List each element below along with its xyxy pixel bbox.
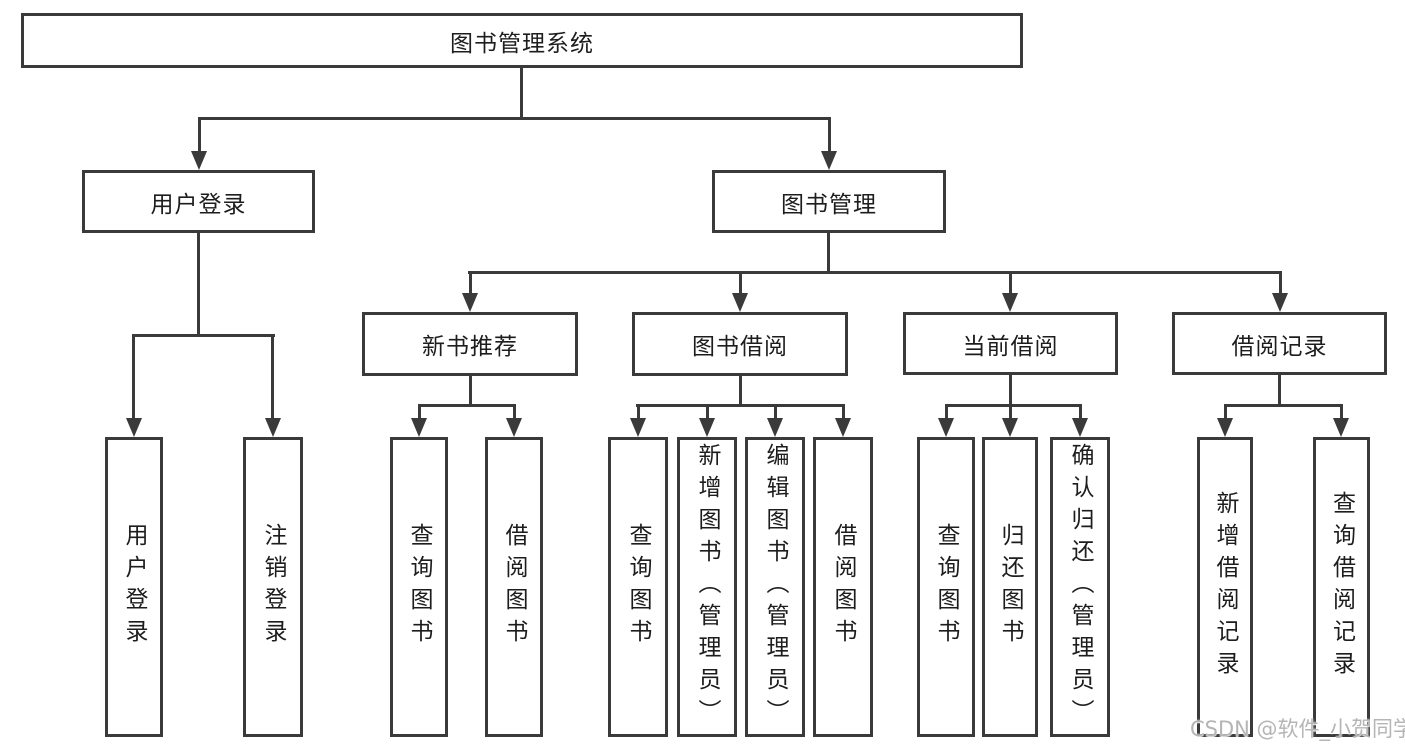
line [1009,404,1012,420]
line [513,404,516,420]
arrowhead [767,418,783,437]
line [1224,404,1343,407]
leaf-label: 确认归还（管理员） [1067,443,1093,731]
line [469,376,472,407]
arrowhead [938,418,954,437]
leaf-label: 注销登录 [260,523,286,651]
arrowhead [1072,418,1088,437]
leaf-label: 查询图书 [625,523,651,651]
node-label: 新书推荐 [422,334,518,360]
arrowhead [1002,418,1018,437]
arrowhead [126,418,142,437]
node-book-borrowing: 图书借阅 [632,312,848,376]
arrowhead [821,151,837,170]
line [827,233,830,274]
arrowhead [411,418,427,437]
leaf-borrow-books: 借阅图书 [813,437,873,737]
line [1224,404,1227,420]
arrowhead [265,418,281,437]
line [418,404,421,420]
node-root-library-management-system: 图书管理系统 [21,13,1023,68]
leaf-label: 新增图书（管理员） [694,443,720,731]
arrowhead [1002,293,1018,312]
line [198,117,831,120]
leaf-query-books-current: 查询图书 [917,437,975,737]
node-book-management: 图书管理 [712,170,946,233]
arrowhead [699,418,715,437]
leaf-label: 归还图书 [997,523,1023,651]
node-label: 用户登录 [150,191,247,218]
leaf-return-books: 归还图书 [982,437,1038,737]
line [637,404,640,420]
leaf-query-books-recommend: 查询图书 [390,437,448,737]
arrowhead [462,293,478,312]
arrowhead [732,293,748,312]
leaf-label: 查询图书 [406,523,432,651]
leaf-user-login: 用户登录 [105,437,163,737]
line [1340,404,1343,420]
line [271,334,274,420]
arrowhead [506,418,522,437]
node-label: 借阅记录 [1231,333,1328,360]
line [739,271,742,295]
leaf-borrow-books-recommend: 借阅图书 [485,437,543,737]
line [636,404,845,407]
leaf-label: 用户登录 [121,523,147,651]
node-borrowing-records: 借阅记录 [1172,312,1387,375]
leaf-logout: 注销登录 [243,437,303,737]
line [198,117,201,153]
arrowhead [1272,293,1288,312]
arrowhead [630,418,646,437]
line [469,271,472,295]
line [468,271,1282,274]
node-label: 当前借阅 [962,333,1059,360]
line [132,334,135,420]
csdn-watermark: CSDN @软件_小贺同学 [1190,717,1405,741]
line [706,404,709,420]
line [842,404,845,420]
leaf-add-borrow-record: 新增借阅记录 [1197,437,1253,737]
leaf-query-books-borrowing: 查询图书 [608,437,668,737]
line [1079,404,1082,420]
line [828,117,831,153]
node-new-book-recommendation: 新书推荐 [362,312,578,376]
line [945,404,1082,407]
line [520,68,523,118]
leaf-edit-books-admin: 编辑图书（管理员） [745,437,805,737]
leaf-confirm-return-admin: 确认归还（管理员） [1050,437,1110,737]
line [774,404,777,420]
leaf-label: 新增借阅记录 [1212,491,1238,683]
leaf-label: 借阅图书 [830,523,856,651]
node-user-login: 用户登录 [82,170,315,233]
line [1009,375,1012,407]
line [197,233,200,337]
node-label: 图书管理系统 [450,30,594,57]
node-label: 图书管理 [781,191,877,218]
line [418,404,516,407]
arrowhead [1333,418,1349,437]
leaf-query-borrow-record: 查询借阅记录 [1313,437,1370,737]
arrowhead [191,151,207,170]
line [1278,375,1281,407]
leaf-add-books-admin: 新增图书（管理员） [677,437,737,737]
line [739,376,742,407]
node-label: 图书借阅 [692,334,788,360]
line [1009,271,1012,295]
line [1279,271,1282,295]
arrowhead [1217,418,1233,437]
node-current-borrowing: 当前借阅 [903,312,1118,375]
leaf-label: 借阅图书 [501,523,527,651]
leaf-label: 查询图书 [933,523,959,651]
line [132,334,275,337]
leaf-label: 查询借阅记录 [1328,491,1355,683]
line [945,404,948,420]
leaf-label: 编辑图书（管理员） [762,443,788,731]
arrowhead [835,418,851,437]
